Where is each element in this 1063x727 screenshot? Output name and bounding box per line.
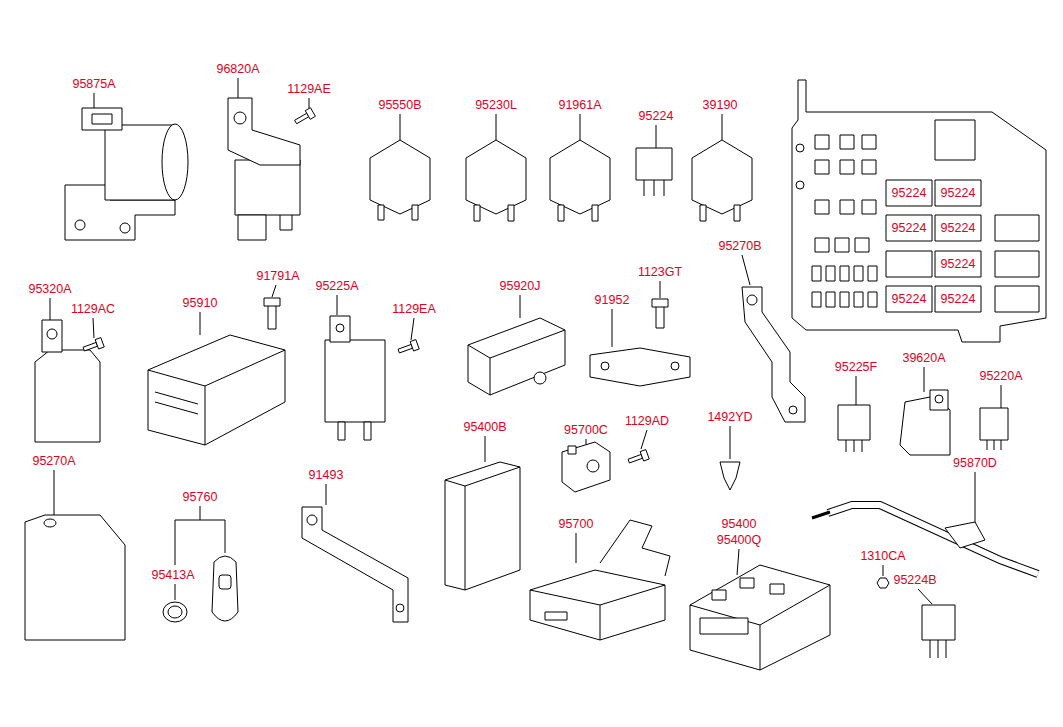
bracket — [302, 507, 408, 622]
callout-number: 1123GT — [637, 266, 683, 279]
callout-number: 1129AE — [286, 83, 332, 96]
callout-number: 95220A — [978, 370, 1023, 383]
module — [530, 520, 670, 640]
relay — [922, 605, 955, 658]
sensor — [562, 442, 610, 492]
bracket — [742, 287, 805, 422]
relays — [370, 140, 752, 221]
callout-number: 95270A — [31, 455, 76, 468]
callout-number: 39190 — [702, 99, 739, 112]
callout-number: 95224 — [940, 258, 977, 271]
callout-number: 95230L — [474, 99, 518, 112]
bolt — [264, 298, 280, 329]
callout-number: 95413A — [150, 569, 195, 582]
nut — [877, 578, 889, 588]
callout-number: 91493 — [308, 469, 345, 482]
callout-number: 95224 — [891, 293, 928, 306]
callout-number: 91791A — [255, 270, 300, 283]
callout-number: 95224B — [892, 574, 937, 587]
callout-number: 95760 — [182, 491, 219, 504]
callout-number: 1129EA — [391, 303, 437, 316]
callout-number: 95910 — [182, 297, 219, 310]
relay-bracket — [325, 316, 385, 440]
junction-box — [690, 565, 830, 670]
callout-number: 96820A — [215, 63, 260, 76]
callout-number: 95920J — [498, 280, 541, 293]
callout-number: 95225F — [834, 361, 878, 374]
callout-number: 95400B — [462, 421, 507, 434]
callout-number: 95224 — [940, 222, 977, 235]
key-fob — [163, 556, 238, 622]
callout-number: 95700C — [563, 424, 609, 437]
callout-number: 91952 — [594, 294, 631, 307]
relay-bracket — [35, 320, 100, 442]
callout-number: 95870D — [952, 457, 998, 470]
callout-number: 95875A — [71, 78, 116, 91]
fuse-box — [792, 80, 1046, 342]
callout-number: 39620A — [901, 352, 946, 365]
bolt — [82, 338, 104, 354]
callout-number: 1129AC — [70, 303, 116, 316]
callout-number: 95400Q — [716, 534, 762, 547]
connector-unit — [468, 318, 565, 395]
antenna-cable — [812, 505, 1038, 574]
callout-number: 95224 — [940, 293, 977, 306]
bolt — [627, 450, 649, 466]
callout-number: 95700 — [558, 518, 595, 531]
callout-number: 95225A — [314, 280, 359, 293]
relay-bracket — [228, 98, 300, 240]
callout-number: 95224 — [891, 187, 928, 200]
plate — [590, 348, 690, 386]
airbag-module — [148, 335, 285, 445]
clip — [720, 462, 740, 490]
bolt — [652, 299, 668, 328]
callout-number: 1129AD — [624, 415, 670, 428]
control-unit — [445, 462, 520, 590]
callout-number: 95224 — [638, 110, 675, 123]
buzzer — [65, 108, 188, 240]
callout-number: 95320A — [27, 283, 72, 296]
bolt — [397, 340, 419, 356]
module — [25, 515, 125, 640]
bolt — [293, 108, 315, 127]
callout-number: 1492YD — [706, 411, 753, 424]
callout-number: 91961A — [557, 99, 602, 112]
callout-number: 95400 — [721, 518, 758, 531]
callout-number: 95270B — [717, 240, 762, 253]
relays — [838, 390, 1008, 455]
callout-number: 95224 — [940, 187, 977, 200]
callout-number: 95224 — [891, 222, 928, 235]
callout-number: 1310CA — [859, 550, 906, 563]
callout-number: 95550B — [377, 99, 422, 112]
